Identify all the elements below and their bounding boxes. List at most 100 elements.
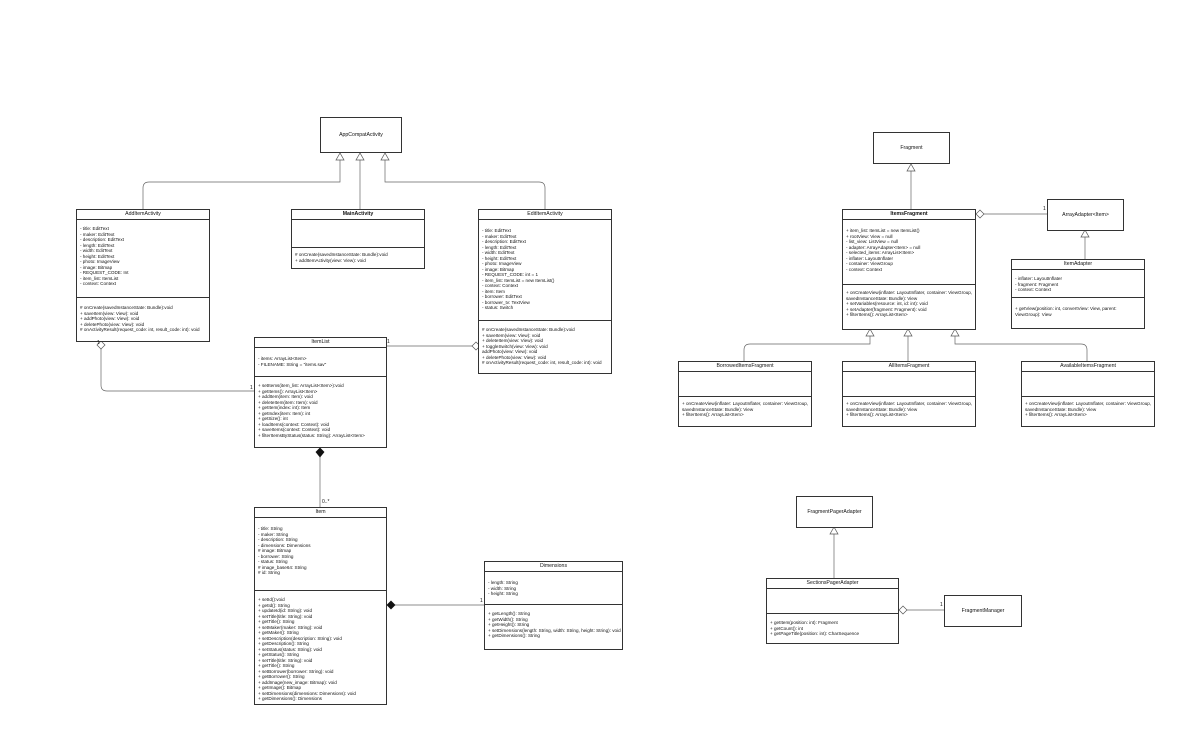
method-line: + onCreateView(inflater: LayoutInflater,… <box>846 401 973 406</box>
multiplicity-label: 1 <box>387 339 390 345</box>
attribute-line: - maker: EditText <box>482 233 517 239</box>
multiplicity-label: 1 <box>1043 206 1046 212</box>
inherit-arrow <box>335 152 345 161</box>
methods: + getView(position: int, convertView: Vi… <box>1012 298 1144 319</box>
attribute-line: - context: Context <box>1015 287 1052 292</box>
class-itemsfragment: ItemsFragment + item_list: ItemList = ne… <box>842 209 976 330</box>
method-line: + filterItems(): ArrayList<Item> <box>1025 412 1087 417</box>
attribute-line: - length: String <box>488 580 518 585</box>
attribute-line: - dimensions: Dimensions <box>258 542 311 548</box>
attribute-line: # id: String <box>258 570 280 575</box>
method-line: + getId(): String <box>258 602 290 608</box>
method-line: + getImage(): Bitmap <box>258 685 302 690</box>
class-edititemactivity: EditItemActivity - title: EditText- make… <box>478 209 612 374</box>
method-line: + getLength(): String <box>488 611 531 616</box>
inherit-arrow <box>906 163 916 172</box>
method-line: savedInstanceState: Bundle): View <box>682 406 754 412</box>
attributes: + item_list: ItemList = new ItemList()+ … <box>843 220 975 285</box>
attribute-line: - description: String <box>258 537 298 542</box>
methods: + getItem(position: int): Fragment+ getC… <box>767 614 898 639</box>
class-name: FragmentManager <box>961 608 1005 614</box>
method-line: + filterItems(): ArrayList<Item> <box>682 412 744 417</box>
methods: + onCreateView(inflater: LayoutInflater,… <box>679 397 811 420</box>
attribute-line: - inflater: LayoutInflater <box>1015 276 1062 281</box>
composition-diamond <box>386 600 396 610</box>
method-line: + deleteItem(item: Item): void <box>258 399 318 405</box>
class-name: AvailableItemsFragment <box>1022 362 1154 372</box>
attribute-line: - photo: ImageView <box>80 259 120 264</box>
multiplicity-label: 1 <box>250 385 253 391</box>
attribute-line: - context: Context <box>846 266 883 272</box>
methods: + setItems(item_list: ArrayList<Item>):v… <box>255 377 386 440</box>
method-line: + getHeight(): String <box>488 622 530 627</box>
inherit-arrow <box>380 152 390 161</box>
class-name: FragmentPagerAdapter <box>807 509 862 515</box>
attribute-line: + item_list: ItemList = new ItemList() <box>846 228 920 233</box>
method-line: + setDimensions(length: String, width: S… <box>488 627 621 633</box>
method-line: + getMaker(): String <box>258 630 299 635</box>
class-name: MainActivity <box>292 210 424 220</box>
methods: # onCreate(savedInstanceState: Bundle):v… <box>77 298 209 335</box>
attribute-line: # image: Bitmap <box>258 548 292 553</box>
attributes <box>679 372 811 397</box>
method-line: + saveItem(view: View): void <box>80 310 139 316</box>
class-name: ArrayAdapter<Item> <box>1062 212 1109 218</box>
method-line: # onActivityResult(request_code: int, re… <box>80 327 200 332</box>
attributes <box>1022 372 1154 397</box>
attribute-line: - list_view: ListView = null <box>846 239 899 244</box>
attribute-line: - container: ViewGroup <box>846 261 893 266</box>
attribute-line: - title: EditText <box>80 226 109 231</box>
method-line: + setVariables(resource: int, id: int): … <box>846 301 928 306</box>
method-line: + getItem(position: int): Fragment <box>770 620 838 625</box>
attribute-line: - image: Bitmap <box>80 264 113 270</box>
attribute-line: - length: EditText <box>80 242 115 248</box>
method-line: savedInstanceState: Bundle): View <box>846 295 918 301</box>
inherit-arrow <box>355 152 365 161</box>
method-line: + updateId(id: String): void <box>258 608 313 613</box>
attribute-line: - length: EditText <box>482 244 517 250</box>
attribute-line: - height: EditText <box>80 253 115 259</box>
attribute-line: - width: String <box>488 585 517 591</box>
class-dimensions: Dimensions - length: String- width: Stri… <box>484 561 623 650</box>
method-line: + addItemActivity(view: View): void <box>295 257 366 263</box>
aggregation-diamond <box>975 209 985 219</box>
attributes: - title: String- maker: String- descript… <box>255 518 386 591</box>
attribute-line: - height: String <box>488 591 518 596</box>
class-name: EditItemActivity <box>479 210 611 220</box>
method-line: + getPageTitle(position: int): CharSeque… <box>770 631 860 636</box>
class-name: Dimensions <box>485 562 622 572</box>
attribute-line: - status: String <box>258 559 288 564</box>
method-line: # onCreate(savedInstanceState: Bundle):v… <box>295 252 388 257</box>
additem-uses-itemlist <box>100 347 254 392</box>
method-line: savedInstanceState: Bundle): View <box>1025 406 1097 412</box>
class-name: Fragment <box>900 145 923 151</box>
additem-extends-appcompat <box>142 160 341 210</box>
method-line: # onActivityResult(request_code: int, re… <box>482 360 602 365</box>
class-name: AppCompatActivity <box>339 132 383 138</box>
method-line: + getCount(): int <box>770 625 804 631</box>
attribute-line: - photo: ImageView <box>482 261 522 266</box>
class-sectionspageradapter: SectionsPagerAdapter + getItem(position:… <box>766 578 899 644</box>
method-line: + deletePhoto(view: View): void <box>482 354 547 360</box>
method-line: + getDimensions(): String <box>488 633 540 638</box>
method-line: + setBorrower(borrower: String): void <box>258 668 334 674</box>
method-line: + setItems(item_list: ArrayList<Item>):v… <box>258 383 344 388</box>
class-itemlist: ItemList - items: ArrayList<Item>- FILEN… <box>254 337 387 448</box>
method-line: + getItems(): ArrayList<Item> <box>258 388 318 394</box>
attributes <box>767 589 898 614</box>
class-additemactivity: AddItemActivity - title: EditText- maker… <box>76 209 210 342</box>
methods: + onCreateView(inflater: LayoutInflater,… <box>1022 397 1154 420</box>
methods: # onCreate(savedInstanceState: Bundle):v… <box>479 321 611 368</box>
attribute-line: - borrower: EditText <box>482 294 522 299</box>
attribute-line: - title: EditText <box>482 228 511 233</box>
method-line: + setStatus(status: String): void <box>258 646 322 652</box>
class-name: SectionsPagerAdapter <box>767 579 898 589</box>
attribute-line: - selected_items: ArrayList<Item> <box>846 250 915 255</box>
attributes: - title: EditText- maker: EditText- desc… <box>77 220 209 298</box>
method-line: + getBorrower(): String <box>258 674 305 679</box>
attribute-line: - FILENAME: String = "items.sav" <box>258 361 327 367</box>
method-line: # onCreate(savedInstanceState: Bundle):v… <box>482 327 575 332</box>
edit-extends-appcompat <box>384 160 546 210</box>
method-line: + loadItems(context: Context): void <box>258 421 330 427</box>
method-line: addPhoto(view: View): void <box>482 349 538 354</box>
